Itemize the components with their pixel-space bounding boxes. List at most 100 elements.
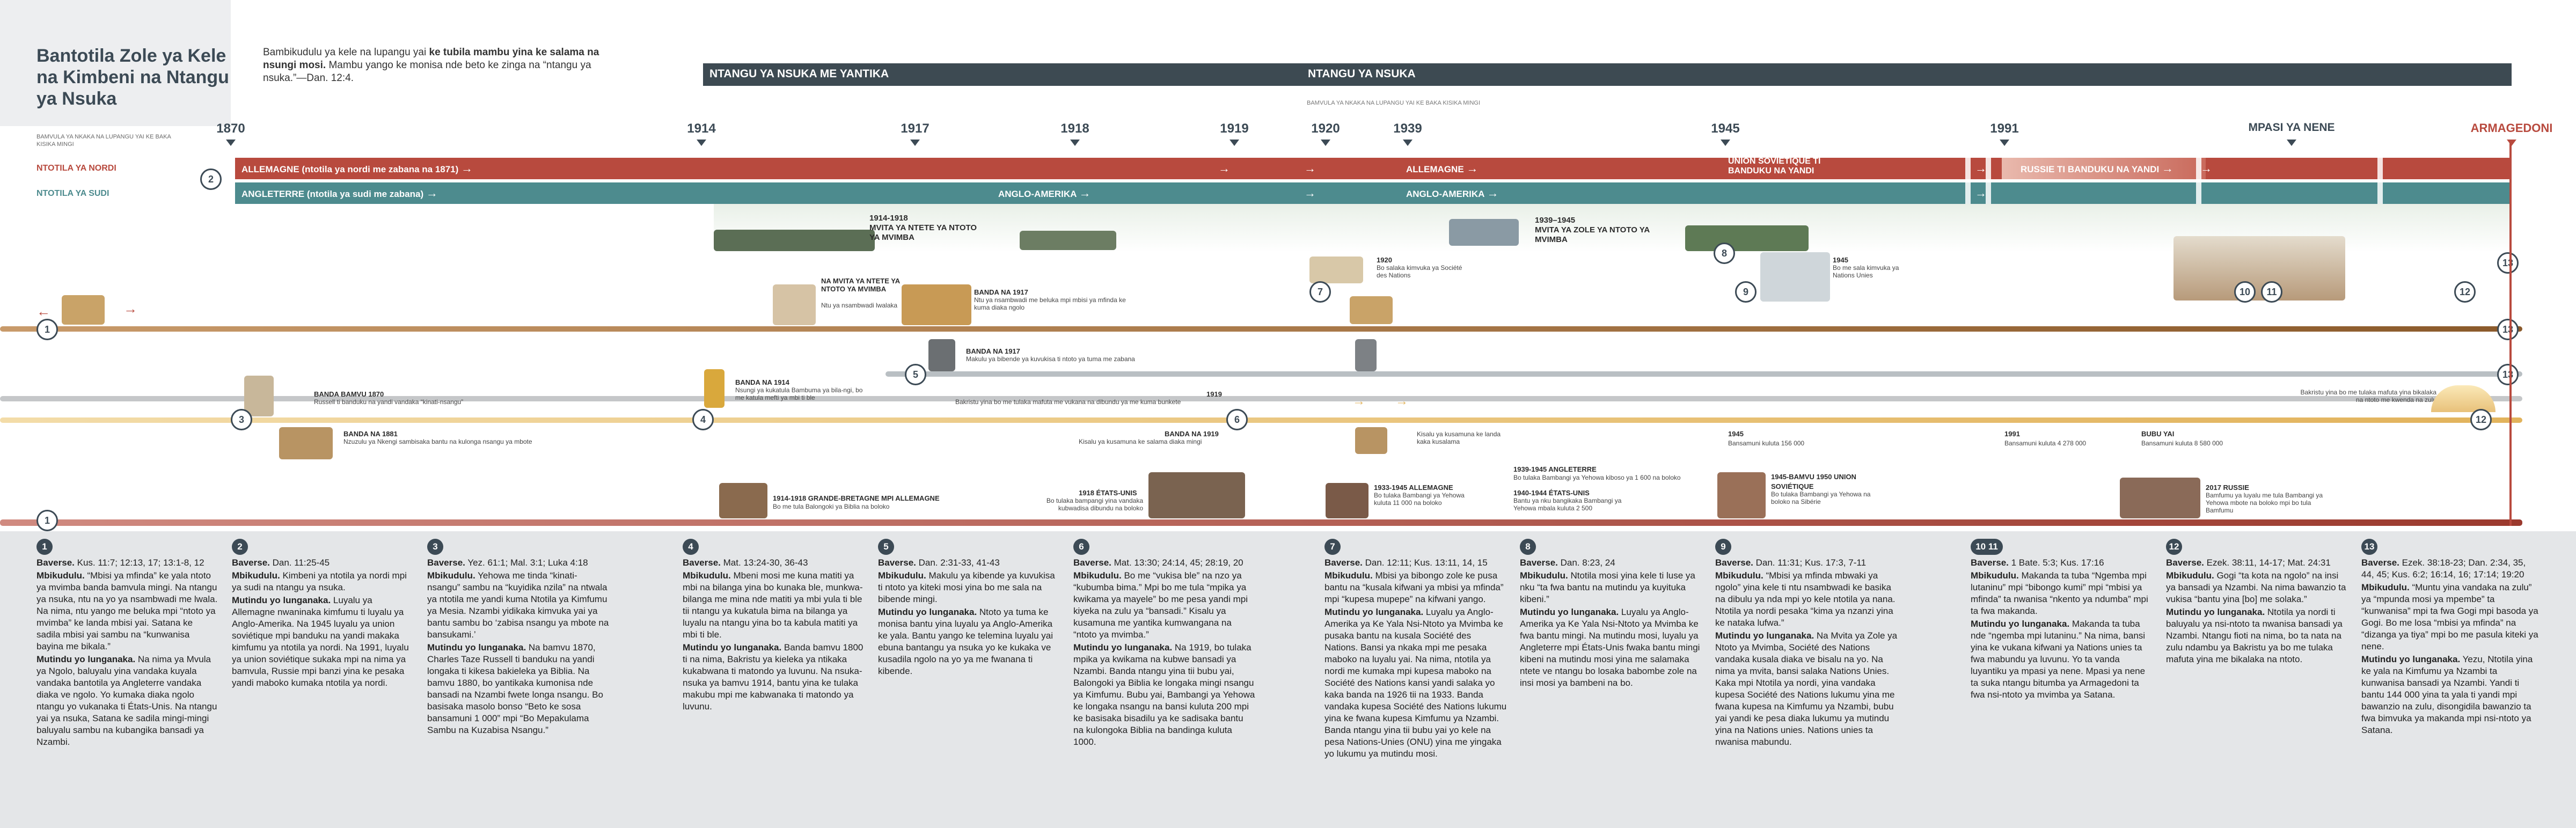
column-prophecy: Ntotila mosi yina kele ti luse ya nku “t… xyxy=(1520,570,1695,604)
beast-title: NA MVITA YA NTETE YA NTOTO YA MVIMBA xyxy=(821,277,900,293)
russell-image xyxy=(244,376,274,416)
tick-1918 xyxy=(1070,140,1080,146)
column-fulfilment: Ntoto ya tuma ke monisa bantu yina luyal… xyxy=(878,607,1053,676)
fulfilment-label: Mutindu yo lunganaka. xyxy=(878,607,977,617)
column-prophecy: Gogi “ta kota na ngolo” na insi ya bansa… xyxy=(2166,570,2346,604)
verses-label: Baverse. xyxy=(683,558,721,568)
north-label-1: ALLEMAGNE (ntotila ya nordi me zabana na… xyxy=(241,162,473,175)
fulfilment-label: Mutindu yo lunganaka. xyxy=(1324,607,1424,617)
verses-label: Baverse. xyxy=(2361,558,2399,568)
marker-4: 4 xyxy=(692,409,714,430)
title-subtitle: BAMVULA YA NKAKA NA LUPANGU YAI KE BAKA … xyxy=(36,134,171,148)
ru-title: 2017 RUSSIE xyxy=(2206,483,2249,492)
north-text-4: RUSSIE TI BANDUKU NA YANDI xyxy=(2021,164,2160,174)
tick-1920 xyxy=(1321,140,1330,146)
marker-11: 11 xyxy=(2261,281,2282,303)
column-verses: Kus. 11:7; 12:13, 17; 13:1-8, 12 xyxy=(77,558,204,568)
prophecy-label: Mbikudulu. xyxy=(1715,570,1763,581)
era-label-start: NTANGU YA NSUKA ME YANTIKA xyxy=(709,68,889,80)
marker-12b: 12 xyxy=(2470,409,2492,430)
column-prophecy: “Mbisi ya mfinda” ke yala ntoto ya mvimb… xyxy=(36,570,218,651)
track-5-persecution xyxy=(0,519,2522,526)
un-building-image xyxy=(1760,252,1830,302)
p1991-year: 1991 xyxy=(2004,430,2020,438)
verses-label: Baverse. xyxy=(232,558,270,568)
bar-divider-2 xyxy=(1986,158,1991,204)
south-label-1: ANGLETERRE (ntotila ya sudi me zabana) → xyxy=(241,186,438,200)
beast-image-1920 xyxy=(1350,296,1393,324)
prophecy-label: Mbikudulu. xyxy=(36,570,85,581)
column-verses: Dan. 8:23, 24 xyxy=(1560,558,1615,568)
ww2-year: 1939–1945 xyxy=(1535,216,1576,225)
column-prophecy: Makulu ya kibende ya kuvukisa ti ntoto y… xyxy=(878,570,1055,604)
us-title: 1918 ÉTATS-UNIS xyxy=(1079,489,1137,497)
bubu-title: BUBU YAI xyxy=(2141,430,2175,438)
column-9: 9 Baverse. Dan. 11:31; Kus. 17:3, 7-11 M… xyxy=(1715,539,1898,749)
arrow-left-icon: ← xyxy=(36,303,50,319)
fulfilment-label: Mutindu yo lunganaka. xyxy=(2361,654,2461,664)
verses-label: Baverse. xyxy=(1520,558,1558,568)
ww2-title: MVITA YA ZOLE YA NTOTO YA MVIMBA xyxy=(1535,225,1650,244)
prophecy-label: Mbikudulu. xyxy=(1073,570,1122,581)
north-text-2: ALLEMAGNE xyxy=(1406,164,1464,174)
column-fulfilment: Yezu, Ntotila yina ke yala na Kimfumu ya… xyxy=(2361,654,2533,735)
prophecy-label: Mbikudulu. xyxy=(2361,582,2410,592)
tick-1939 xyxy=(1403,140,1413,146)
column-prophecy: Kimbeni ya ntotila ya nordi mpi ya sudi … xyxy=(232,570,407,592)
explanations-panel xyxy=(0,531,2576,828)
fulfilment-label: Mutindu yo lunganaka. xyxy=(2166,607,2265,617)
column-13: 13 Baverse. Ezek. 38:18-23; Dan. 2:34, 3… xyxy=(2361,539,2538,737)
ww1-year: 1914-1918 xyxy=(869,214,908,223)
b1919b-text: Kisalu ya kusamuna ke salama diaka mingi xyxy=(1079,438,1202,445)
south-text-2: ANGLO-AMERIKA xyxy=(998,189,1077,199)
column-verses: Dan. 2:31-33, 41-43 xyxy=(918,558,1000,568)
tick-1870 xyxy=(226,140,236,146)
su-title: 1945-BAMVU 1950 UNION SOVIÉTIQUE xyxy=(1771,473,1856,490)
column-7: 7 Baverse. Dan. 12:11; Kus. 13:11, 14, 1… xyxy=(1324,539,1507,761)
un-year: 1945 xyxy=(1833,256,1848,264)
tick-1945 xyxy=(1721,140,1730,146)
fulfilment-label: Mutindu yo lunganaka. xyxy=(1715,631,1814,641)
league-building-image xyxy=(1309,257,1363,283)
page-title: Bantotila Zole ya Kele na Kimbeni na Nta… xyxy=(36,46,229,109)
column-fulfilment: Na 1919, bo tulaka mpika ya kwikama na k… xyxy=(1073,642,1255,747)
tick-armageddon xyxy=(2507,140,2516,146)
year-1945: 1945 xyxy=(1711,121,1740,136)
league-year: 1920 xyxy=(1377,256,1392,264)
great-tribulation-image xyxy=(2174,236,2345,301)
column-3: 3 Baverse. Yez. 61:1; Mal. 3:1; Luka 4:1… xyxy=(427,539,610,737)
era-label-end: NTANGU YA NSUKA xyxy=(1308,68,1416,80)
column-number: 2 xyxy=(232,539,248,555)
b1919-text: Bakristu yina bo me tulaka mafuta me vuk… xyxy=(955,398,1181,406)
tick-1991 xyxy=(2000,140,2009,146)
column-number: 8 xyxy=(1520,539,1536,555)
b1919b-title: BANDA NA 1919 xyxy=(1165,430,1219,438)
fulfilment-label: Mutindu yo lunganaka. xyxy=(1520,607,1619,617)
era-bar-start: NTANGU YA NSUKA ME YANTIKA xyxy=(703,63,1307,85)
fulfilment-label: Mutindu yo lunganaka. xyxy=(36,654,136,664)
track-2-iron-clay xyxy=(885,371,2522,377)
prophecy-label: Mbikudulu. xyxy=(232,570,280,581)
kusa-text: Kisalu ya kusamuna ke landa kaka kusalam… xyxy=(1417,430,1501,445)
bar-divider-3 xyxy=(2196,158,2201,204)
verses-label: Baverse. xyxy=(1073,558,1111,568)
title-panel xyxy=(0,0,231,126)
hill-image xyxy=(2431,385,2496,412)
marker-9: 9 xyxy=(1735,281,1757,303)
arrow-north-1919: → xyxy=(1218,162,1230,175)
column-number: 10 11 xyxy=(1971,539,2003,555)
ww1-soldiers-image xyxy=(714,230,875,251)
verses-label: Baverse. xyxy=(2166,558,2204,568)
arrow-south-1920: → xyxy=(1304,186,1316,200)
column-prophecy: “Mbisi ya mfinda mbwaki ya ngolo” yina k… xyxy=(1715,570,1896,628)
south-text-3: ANGLO-AMERIKA xyxy=(1406,189,1484,199)
column-verses: Dan. 11:25-45 xyxy=(272,558,330,568)
column-prophecy: Mbeni mosi me kuna matiti ya mbi na bila… xyxy=(683,570,863,640)
column-number: 12 xyxy=(2166,539,2182,555)
verses-label: Baverse. xyxy=(1715,558,1753,568)
arrow-north-russia: → xyxy=(2200,162,2212,175)
marker-5: 5 xyxy=(905,364,926,385)
bubu-text: Bansamuni kuluta 8 580 000 xyxy=(2141,439,2223,447)
gb-title: 1914-1918 GRANDE-BRETAGNE MPI ALLEMAGNE xyxy=(773,494,940,502)
us2-text: Bantu ya nku bangikaka Bambangi ya Yehow… xyxy=(1513,497,1622,512)
